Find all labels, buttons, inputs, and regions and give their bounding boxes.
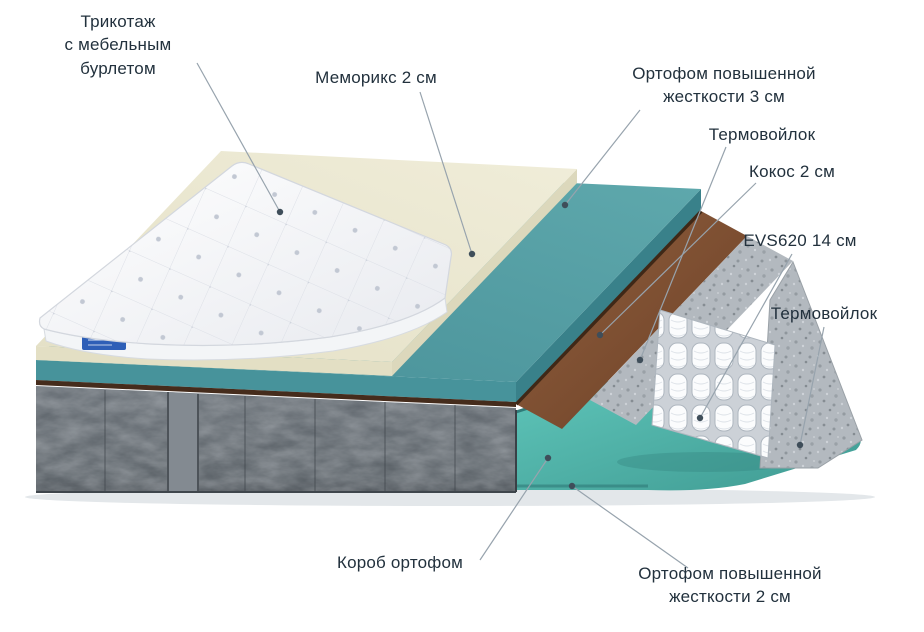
label-box-layer: Короб ортофом xyxy=(336,553,464,572)
leader-dot xyxy=(696,414,704,422)
label-thermofelt-top-layer: Термовойлок xyxy=(708,125,816,144)
box-strap xyxy=(168,392,198,492)
leader-line xyxy=(599,182,757,336)
label-memorix-layer: Меморикс 2 см xyxy=(315,68,437,87)
layer-thermofelt-bottom-graphic xyxy=(759,260,863,469)
leader-dot xyxy=(544,454,552,462)
leader-dot xyxy=(276,208,284,216)
leader-dot xyxy=(596,331,604,339)
label-orthofoam-bottom-layer: Ортофом повышенной жесткости 2 см xyxy=(638,564,822,607)
leader-lines xyxy=(196,62,825,569)
leader-line xyxy=(799,326,825,446)
leader-dot xyxy=(636,356,644,364)
leader-line xyxy=(419,91,473,255)
leader-line xyxy=(564,109,641,206)
leader-line xyxy=(699,253,793,419)
label-thermofelt-bottom-layer: Термовойлок xyxy=(770,304,878,323)
leader-dot xyxy=(568,482,576,490)
leader-line xyxy=(196,62,281,213)
layer-box-graphic xyxy=(36,386,517,493)
leader-dot xyxy=(561,201,569,209)
label-coconut-layer: Кокос 2 см xyxy=(748,162,836,181)
leader-dot xyxy=(468,250,476,258)
coconut-front-edge xyxy=(36,380,516,407)
label-cover-layer: Трикотаж с мебельным бурлетом xyxy=(64,12,172,78)
label-orthofoam-top-layer: Ортофом повышенной жесткости 3 см xyxy=(632,64,816,107)
label-springs-layer: EVS620 14 см xyxy=(743,231,857,250)
layer-coconut-graphic xyxy=(514,209,747,429)
leader-line xyxy=(479,457,549,561)
leader-dots xyxy=(276,201,804,490)
leader-dot xyxy=(796,441,804,449)
layer-cover-graphic xyxy=(38,161,453,361)
leader-line xyxy=(571,485,689,569)
layer-springs-graphic xyxy=(651,309,776,459)
